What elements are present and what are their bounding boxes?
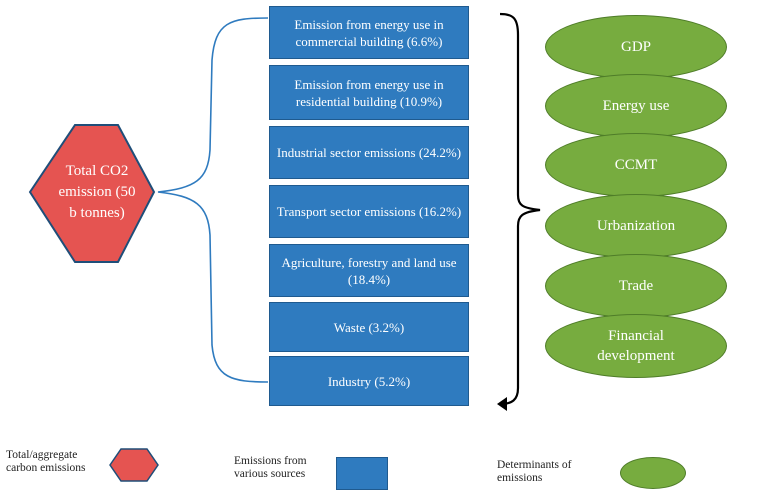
legend-ellipse-label: Determinants of emissions — [497, 459, 572, 484]
total-emission-label: Total CO2 emission (50 b tonnes) — [58, 162, 136, 221]
source-box: Emission from energy use in commercial b… — [269, 6, 469, 59]
source-box: Transport sector emissions (16.2%) — [269, 185, 469, 238]
determinant-ellipse: GDP — [545, 15, 727, 79]
legend-box-label: Emissions from various sources — [234, 455, 307, 480]
source-box: Waste (3.2%) — [269, 302, 469, 352]
source-box: Emission from energy use in residential … — [269, 65, 469, 120]
determinant-ellipse: Energy use — [545, 74, 727, 138]
total-emission-hexagon — [28, 124, 156, 263]
sources-brace — [157, 17, 269, 383]
source-box: Agriculture, forestry and land use (18.4… — [269, 244, 469, 297]
legend-box-icon — [336, 457, 388, 490]
legend-hexagon-label: Total/aggregate carbon emissions — [6, 449, 86, 474]
determinant-ellipse: Financial development — [545, 314, 727, 378]
arrow-left-icon — [497, 397, 507, 411]
determinant-ellipse: CCMT — [545, 133, 727, 197]
determinants-bracket — [499, 12, 541, 406]
legend-ellipse-icon — [620, 457, 686, 489]
source-box: Industry (5.2%) — [269, 356, 469, 406]
determinant-ellipse: Trade — [545, 254, 727, 318]
source-box: Industrial sector emissions (24.2%) — [269, 126, 469, 179]
legend-hexagon-icon — [109, 448, 159, 482]
determinant-ellipse: Urbanization — [545, 194, 727, 258]
